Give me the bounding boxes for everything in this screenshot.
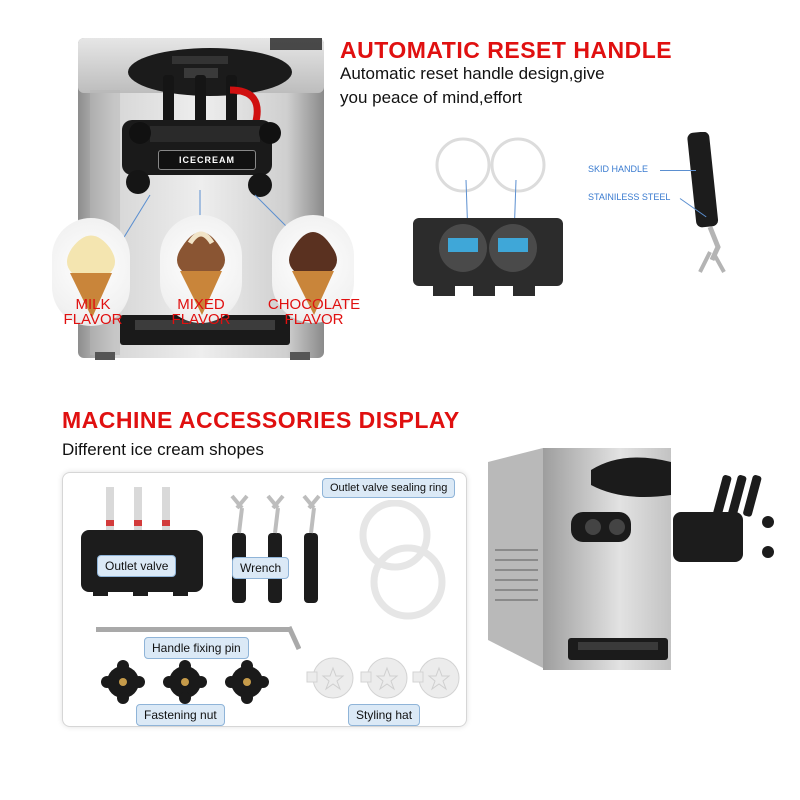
milk-flavor-line1: MILK — [75, 296, 111, 313]
sealing-ring-label: Outlet valve sealing ring — [322, 478, 456, 498]
chocolate-flavor-label: CHOCOLATE FLAVOR — [256, 297, 372, 327]
machine-side-image — [483, 440, 788, 680]
stainless-steel-label: STAINILESS STEEL — [588, 192, 671, 202]
styling-hat-label: Styling hat — [348, 704, 421, 726]
milk-flavor-label: MILK FLAVOR — [48, 297, 138, 327]
wrench-label: Wrench — [232, 557, 290, 579]
outlet-valve-image — [78, 482, 208, 602]
fixing-pin-image — [96, 624, 302, 654]
mixed-flavor-label: MIXED FLAVOR — [156, 297, 246, 327]
reset-section-desc-line1: Automatic reset handle design,give — [340, 64, 605, 83]
chocolate-flavor-line2: FLAVOR — [284, 311, 344, 328]
fastening-nut-image — [98, 660, 273, 705]
sealing-ring-image — [350, 499, 458, 620]
outlet-valve-label: Outlet valve — [97, 555, 177, 577]
fixing-pin-label: Handle fixing pin — [144, 637, 249, 659]
skid-handle-image — [680, 131, 740, 277]
valve-block-image — [408, 130, 578, 305]
mixed-flavor-line1: MIXED — [177, 296, 225, 313]
fastening-nut-label: Fastening nut — [136, 704, 225, 726]
reset-section-desc-line2: you peace of mind,effort — [340, 88, 523, 107]
milk-flavor-line2: FLAVOR — [63, 311, 123, 328]
reset-section-title: AUTOMATIC RESET HANDLE — [340, 37, 673, 63]
chocolate-flavor-image — [272, 215, 354, 323]
accessories-section-title: MACHINE ACCESSORIES DISPLAY — [62, 407, 460, 433]
styling-hat-image — [305, 650, 465, 708]
skid-handle-label: SKID HANDLE — [588, 164, 649, 174]
mixed-flavor-image — [160, 215, 242, 323]
chocolate-flavor-line1: CHOCOLATE — [267, 296, 361, 313]
wrench-image — [222, 488, 334, 606]
skid-handle-leader — [660, 170, 696, 171]
milk-flavor-image — [52, 218, 130, 326]
mixed-flavor-line2: FLAVOR — [171, 311, 231, 328]
accessories-section-subtitle: Different ice cream shopes — [62, 440, 264, 459]
machine-brand-badge: ICECREAM — [158, 150, 256, 170]
brand-badge-text: ICECREAM — [178, 155, 235, 165]
